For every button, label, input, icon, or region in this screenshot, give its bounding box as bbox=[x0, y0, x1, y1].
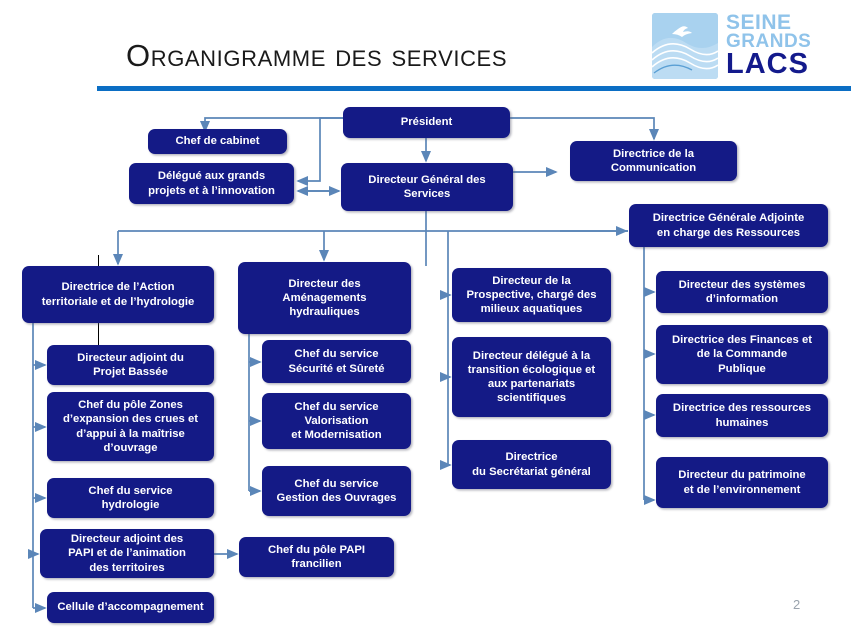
logo-line-lacs: LACS bbox=[726, 48, 809, 81]
logo-line-seine: SEINE bbox=[726, 11, 792, 34]
org-node-label: Chef de cabinet bbox=[175, 135, 260, 148]
logo-line-grands: GRANDS bbox=[726, 31, 812, 53]
page-title: Organigramme des services bbox=[126, 38, 508, 73]
header-divider bbox=[97, 86, 851, 91]
seine-grands-lacs-logo: SEINE GRANDS LACS bbox=[652, 11, 832, 81]
org-node-chef-cabinet[interactable]: Chef de cabinet bbox=[148, 129, 287, 154]
page-number: 2 bbox=[793, 597, 801, 612]
logo-wordmark: SEINE GRANDS LACS bbox=[726, 11, 832, 81]
org-node-label: Cellule d’accompagnement bbox=[57, 601, 204, 614]
org-node-president[interactable]: Président bbox=[343, 107, 510, 138]
bird-over-waves-icon bbox=[652, 13, 718, 79]
org-node-c1-b5[interactable]: Cellule d’accompagnement bbox=[47, 592, 214, 623]
org-node-label: Président bbox=[400, 116, 453, 129]
